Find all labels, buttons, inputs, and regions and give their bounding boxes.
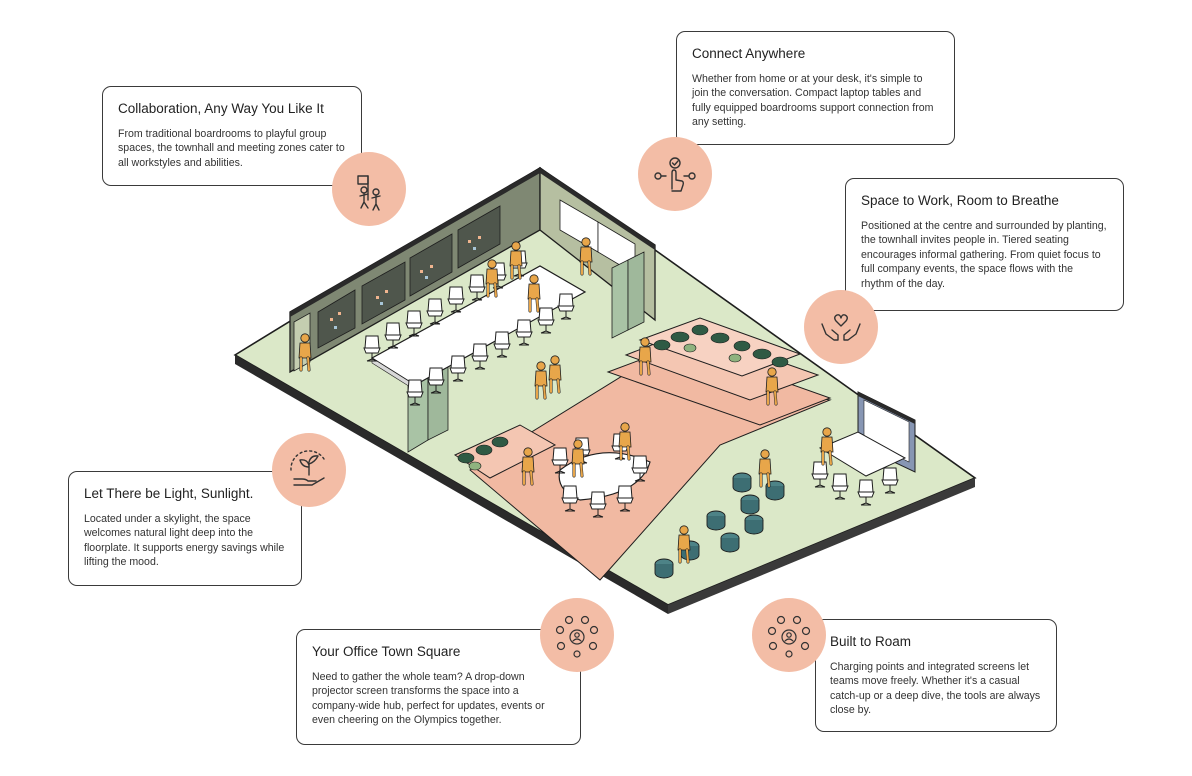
callout-body: Positioned at the centre and surrounded … [861, 220, 1107, 290]
callout-body: Charging points and integrated screens l… [830, 661, 1041, 717]
callout-title: Collaboration, Any Way You Like It [118, 101, 324, 116]
planting [457, 324, 789, 471]
callout-collaboration: Collaboration, Any Way You Like It From … [102, 86, 362, 186]
callout-title: Connect Anywhere [692, 46, 806, 61]
callout-body: Located under a skylight, the space welc… [84, 513, 285, 569]
callout-light: Let There be Light, Sunlight. Located un… [68, 471, 302, 586]
plant-in-hand-icon [272, 433, 346, 507]
callout-breathe: Space to Work, Room to Breathe Positione… [845, 178, 1124, 311]
callout-townsquare: Your Office Town Square Need to gather t… [296, 629, 581, 745]
callout-title: Let There be Light, Sunlight. [84, 486, 254, 501]
celebration-people-icon [332, 152, 406, 226]
callout-connect: Connect Anywhere Whether from home or at… [676, 31, 955, 145]
callout-body: From traditional boardrooms to playful g… [118, 128, 345, 169]
projector-screen [811, 391, 916, 506]
people-network-icon [752, 598, 826, 672]
touch-connect-icon [638, 137, 712, 211]
callout-body: Whether from home or at your desk, it's … [692, 73, 934, 129]
callout-roam: Built to Roam Charging points and integr… [815, 619, 1057, 732]
team-network-icon [540, 598, 614, 672]
callout-body: Need to gather the whole team? A drop-do… [312, 671, 545, 727]
callout-title: Built to Roam [830, 634, 912, 649]
hands-heart-icon [804, 290, 878, 364]
callout-title: Space to Work, Room to Breathe [861, 193, 1059, 208]
callout-title: Your Office Town Square [312, 644, 461, 659]
